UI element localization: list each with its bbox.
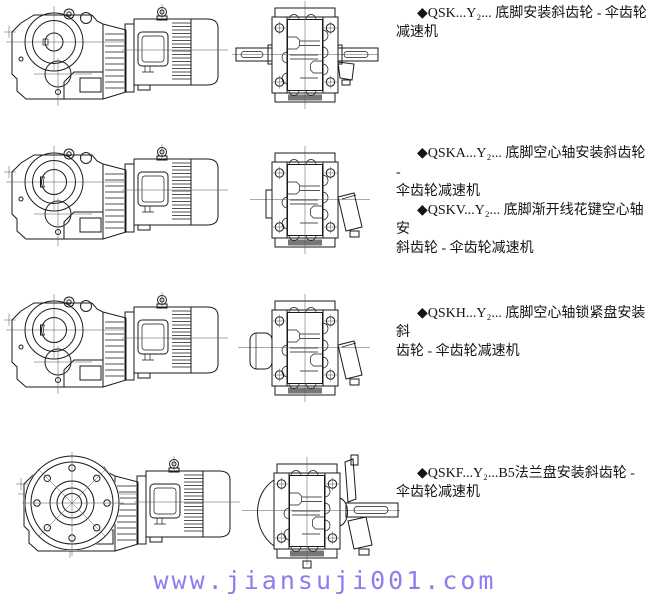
desc-qska-line2: 伞齿轮减速机 (396, 184, 480, 199)
hollow-shaft-hub (40, 317, 67, 343)
flange-arc (257, 479, 275, 547)
desc-qskf: ◆QSKF...Y₂...B5法兰盘安装斜齿轮 - 伞齿轮减速机 (396, 464, 648, 502)
qskh-side-view-drawing (4, 291, 229, 395)
solid-shaft-hub (42, 32, 64, 52)
desc-qskh-line1: ◆QSKH...Y₂... 底脚空心轴锁紧盘安装斜 (396, 306, 646, 340)
desc-qskv: ◆QSKV...Y₂... 底脚渐开线花键空心轴安 斜齿轮 - 伞齿轮减速机 (396, 201, 648, 258)
qskh-front-view-drawing (238, 293, 370, 403)
qskf-side-view-drawing (15, 452, 241, 559)
desc-qskv-line1: ◆QSKV...Y₂... 底脚渐开线花键空心轴安 (396, 203, 644, 237)
qsk-front-view-drawing (232, 0, 379, 110)
qsk-side-view-drawing (4, 3, 229, 107)
qska-front-view-drawing (250, 145, 370, 255)
output-shaft (339, 497, 399, 527)
mounting-bracket (337, 61, 355, 86)
desc-qsk: ◆QSK...Y₂... 底脚安装斜齿轮 - 伞齿轮 减速机 (396, 4, 648, 42)
hollow-shaft-hub (40, 169, 67, 195)
desc-qska: ◆QSKA...Y₂... 底脚空心轴安装斜齿轮 - 伞齿轮减速机 (396, 144, 648, 201)
desc-qsk-line2: 减速机 (396, 25, 438, 40)
b5-flange-face (22, 452, 124, 556)
top-flange-plate (344, 454, 359, 503)
shrink-disk (249, 332, 273, 370)
through-shaft (235, 44, 379, 65)
mounting-bracket (347, 516, 373, 556)
desc-qskv-line2: 斜齿轮 - 伞齿轮减速机 (396, 241, 534, 256)
desc-qskh-line2: 齿轮 - 伞齿轮减速机 (396, 344, 520, 359)
qska-side-view-drawing (4, 143, 229, 247)
watermark-url: www.jiansuji001.com (153, 566, 497, 595)
desc-qskf-line2: 伞齿轮减速机 (396, 485, 480, 500)
hollow-shaft-tab (265, 189, 273, 219)
qskf-front-view-drawing (242, 454, 400, 569)
bottom-stub (302, 560, 312, 569)
desc-qska-line1: ◆QSKA...Y₂... 底脚空心轴安装斜齿轮 - (396, 146, 646, 180)
desc-qskf-line1: ◆QSKF...Y₂...B5法兰盘安装斜齿轮 - (417, 466, 635, 481)
desc-qsk-line1: ◆QSK...Y₂... 底脚安装斜齿轮 - 伞齿轮 (417, 6, 647, 21)
desc-qskh: ◆QSKH...Y₂... 底脚空心轴锁紧盘安装斜 齿轮 - 伞齿轮减速机 (396, 304, 648, 361)
